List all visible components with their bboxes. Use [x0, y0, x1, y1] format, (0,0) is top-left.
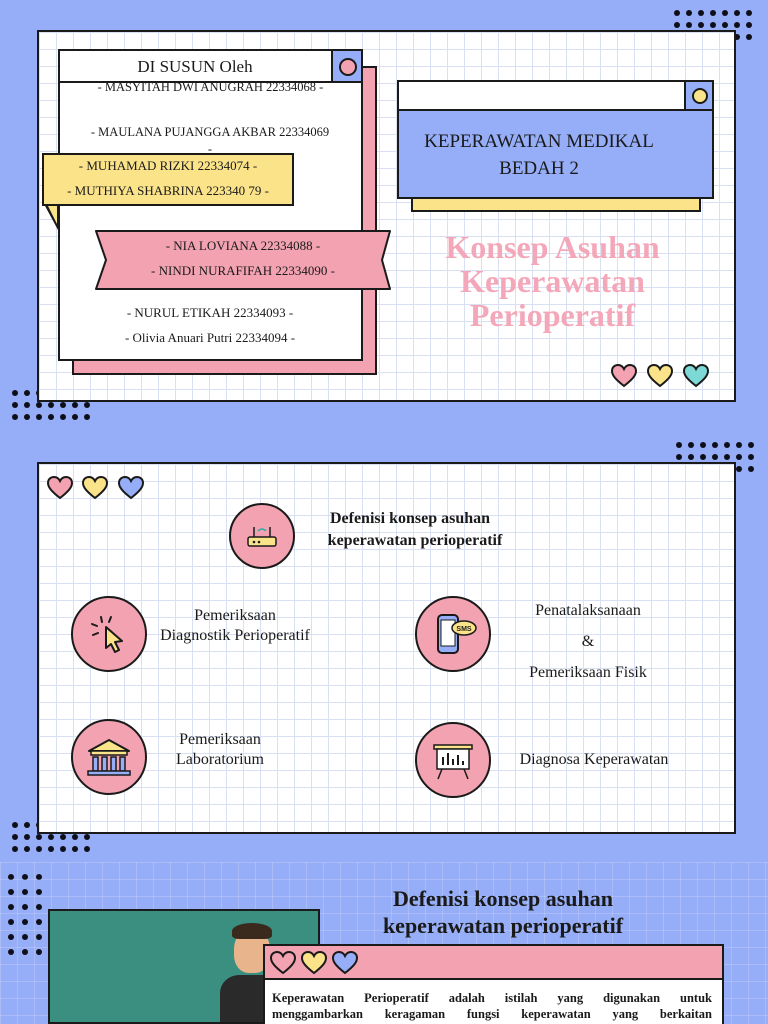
author-name: - MUTHIYA SHABRINA 223340 79 - [67, 183, 269, 198]
heart-icon [270, 951, 296, 975]
item-label: Diagnosa Keperawatan [519, 751, 669, 768]
dot-pattern [8, 874, 42, 955]
slide-3-heading: Defenisi konsep asuhan [392, 886, 614, 911]
body-text-line: menggambarkan keragaman fungsi keperawat… [272, 1007, 712, 1021]
author-name: - NURUL ETIKAH 22334093 - [126, 305, 294, 320]
author-name: - Olivia Anuari Putri 22334094 - [124, 330, 296, 345]
author-name: - MUHAMAD RIZKI 22334074 - [78, 158, 258, 173]
photo-person-hair [232, 923, 272, 939]
router-icon-circle [229, 503, 295, 569]
main-title-line: Perioperatif [469, 297, 636, 333]
item-label: & [581, 633, 595, 650]
author-card-header-button [331, 49, 363, 83]
body-text-line: Keperawatan Perioperatif adalah istilah … [272, 991, 712, 1005]
cursor-icon-circle [71, 596, 147, 672]
heart-icon [332, 951, 358, 975]
building-icon-circle [71, 719, 147, 795]
cursor-click-icon [91, 616, 123, 653]
section-heading: Defenisi konsep asuhan [329, 510, 491, 527]
heart-icon [118, 476, 144, 500]
author-name: - MASYITAH DWI ANUGRAH 22334068 - [97, 80, 324, 94]
item-label: Laboratorium [176, 751, 264, 768]
item-label: Pemeriksaan Fisik [529, 664, 647, 681]
author-heading: DI SUSUN Oleh [137, 57, 253, 76]
item-label: Penatalaksanaan [535, 602, 641, 619]
heart-icon [47, 476, 73, 500]
author-name: - NINDI NURAFIFAH 22334090 - [151, 263, 335, 278]
phone-sms-icon: SMS [437, 614, 477, 654]
author-name: - NIA LOVIANA 22334088 - [165, 238, 321, 253]
phone-icon-circle: SMS [415, 596, 491, 672]
heart-icon [683, 364, 709, 388]
item-label: Pemeriksaan [194, 607, 276, 624]
pink-ribbon [95, 230, 391, 290]
author-card-header-line [58, 81, 363, 83]
slide-2 [37, 462, 736, 834]
board-icon-circle [415, 722, 491, 798]
router-icon [247, 527, 277, 547]
heart-icon [301, 951, 327, 975]
slide-3-heading: keperawatan perioperatif [382, 913, 624, 938]
circle-icon [339, 58, 357, 76]
section-heading: keperawatan perioperatif [327, 532, 503, 549]
course-title-line: KEPERAWATAN MEDIKAL [424, 131, 654, 152]
sms-label: SMS [456, 626, 472, 633]
course-box-header-button [684, 80, 714, 111]
course-title-line: BEDAH 2 [499, 158, 579, 179]
main-title-line: Keperawatan [460, 263, 645, 299]
item-label: Diagnostik Perioperatif [160, 627, 310, 644]
speech-bubble-tail-fill [47, 204, 57, 224]
author-name: - MAULANA PUJANGGA AKBAR 22334069 - [90, 125, 330, 156]
main-title-line: Konsep Asuhan [445, 229, 660, 265]
course-box-header [397, 80, 714, 111]
item-label: Pemeriksaan [179, 731, 261, 748]
building-icon [87, 739, 131, 776]
heart-icon [611, 364, 637, 388]
presentation-board-icon [433, 744, 473, 780]
circle-icon [692, 88, 708, 104]
heart-icon [82, 476, 108, 500]
heart-icon [647, 364, 673, 388]
yellow-banner [42, 153, 294, 206]
